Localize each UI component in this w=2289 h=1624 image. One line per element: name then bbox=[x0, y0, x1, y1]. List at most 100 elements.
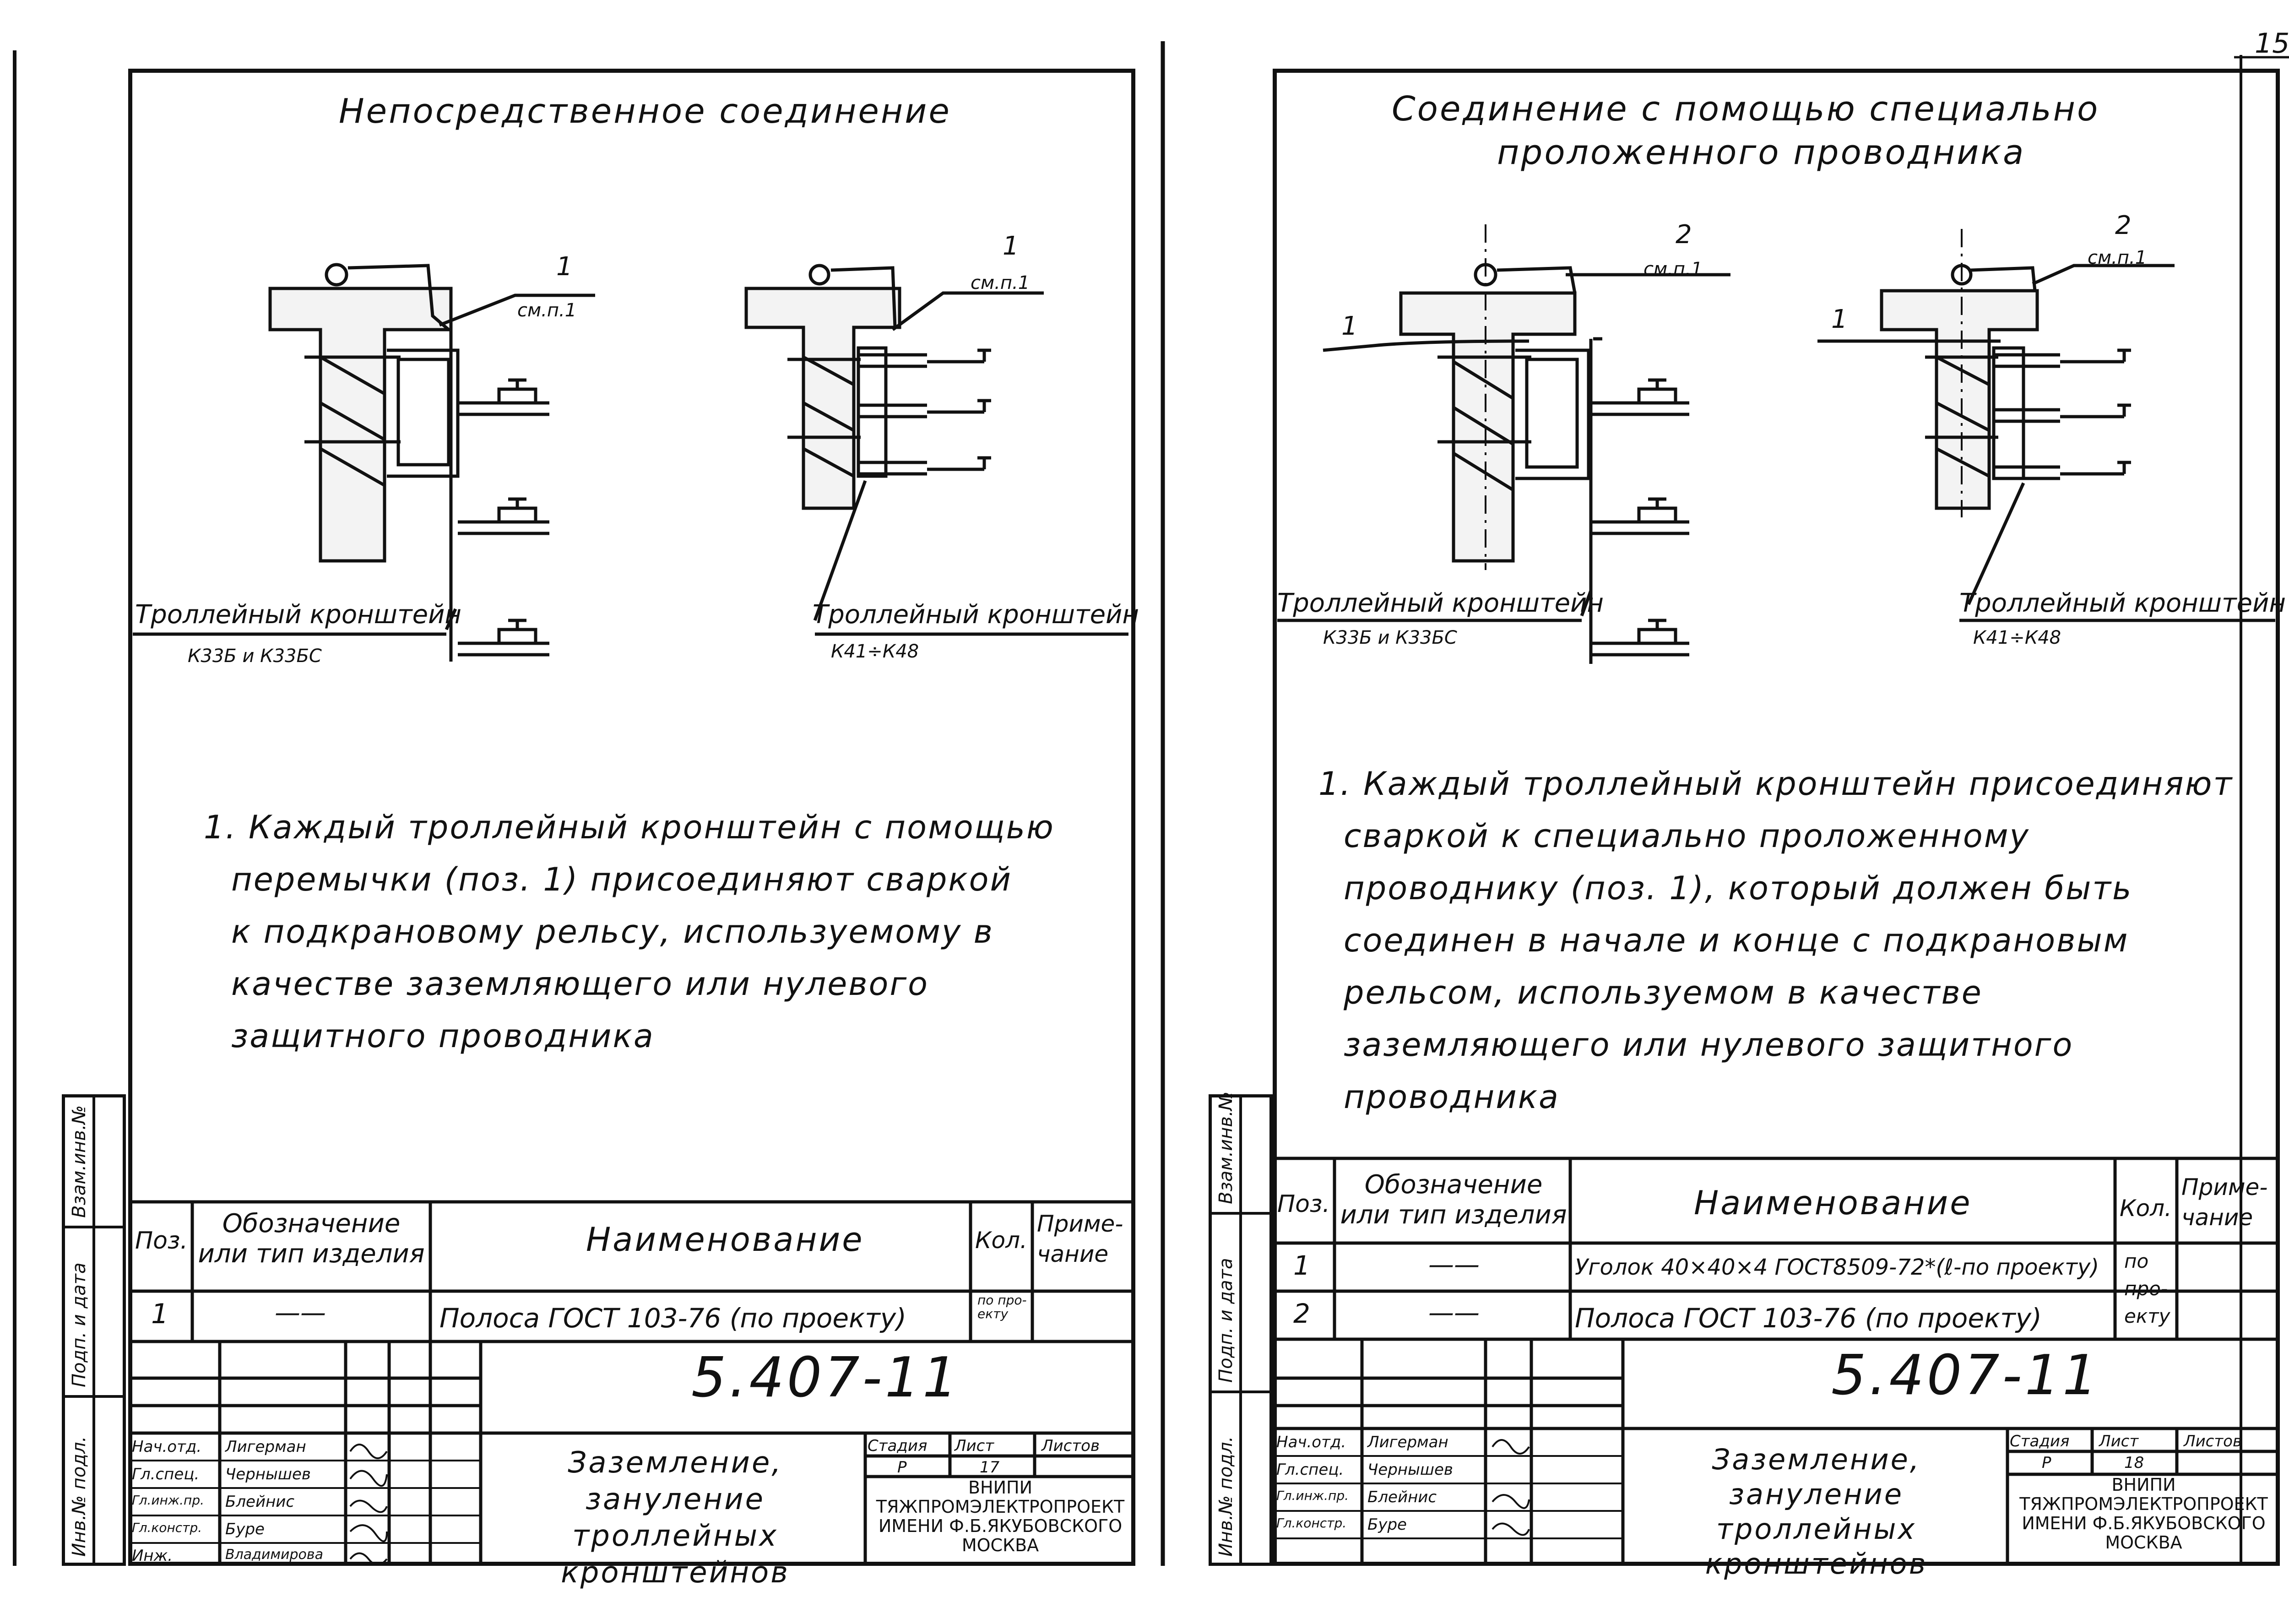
left-bracket-a-type: К33Б и К33БС bbox=[188, 646, 322, 667]
left-callout-a-ref: см.п.1 bbox=[517, 300, 577, 321]
left-spec-row-designation: —— bbox=[275, 1298, 326, 1328]
right-note-line: проводнику (поз. 1), который должен быть bbox=[1344, 869, 2133, 907]
right-spec-row-name: Уголок 40×40×4 ГОСТ8509-72*(ℓ-по проекту… bbox=[1575, 1255, 2099, 1280]
right-spec-h-name: Наименование bbox=[1694, 1184, 1972, 1222]
left-title: Непосредственное соединение bbox=[339, 92, 951, 131]
left-spec-row-pos: 1 bbox=[151, 1298, 169, 1330]
right-spec-row-designation: —— bbox=[1428, 1250, 1480, 1280]
left-stamp-name: Блейнис bbox=[225, 1493, 295, 1511]
right-stamp-name: Лигерман bbox=[1367, 1433, 1448, 1451]
left-callout-b-ref: см.п.1 bbox=[971, 272, 1030, 293]
left-stamp-name: Владимирова bbox=[225, 1547, 323, 1563]
right-stamp-role: Гл.спец. bbox=[1276, 1461, 1344, 1479]
right-spec-h-pos: Поз. bbox=[1277, 1190, 1330, 1218]
left-note-line: качестве заземляющего или нулевого bbox=[231, 965, 929, 1003]
right-note-line: заземляющего или нулевого защитного bbox=[1344, 1026, 2074, 1064]
left-stamp-role: Инж. bbox=[132, 1547, 173, 1565]
left-callout-a-num: 1 bbox=[556, 252, 573, 282]
right-org-line: ИМЕНИ Ф.Б.ЯКУБОВСКОГО bbox=[2022, 1513, 2266, 1533]
left-stamp-sheets-label: Листов bbox=[1041, 1437, 1100, 1455]
right-bracket-a-name: Троллейный кронштейн bbox=[1277, 588, 1604, 618]
right-callout-a-num: 2 bbox=[1676, 220, 1692, 250]
left-org-line: ВНИПИ bbox=[968, 1477, 1033, 1498]
left-bracket-b-type: К41÷К48 bbox=[831, 641, 919, 662]
right-callout-b-side: 1 bbox=[1831, 304, 1848, 334]
right-callout-b-num: 2 bbox=[2115, 211, 2132, 240]
left-stamp-stage-label: Стадия bbox=[868, 1437, 928, 1455]
left-callout-b-num: 1 bbox=[1003, 231, 1019, 261]
right-callout-a-ref: см.п.1 bbox=[1644, 259, 1703, 280]
right-stamp-sheets-label: Листов bbox=[2184, 1432, 2242, 1450]
right-note-line: 1. Каждый троллейный кронштейн присоедин… bbox=[1318, 765, 2234, 803]
left-stamp-role: Гл.констр. bbox=[132, 1520, 202, 1535]
left-doc-code: 5.407-11 bbox=[691, 1346, 960, 1410]
left-note: 1. Каждый троллейный кронштейн с помощью… bbox=[204, 801, 1055, 1062]
right-spec-row-name: Полоса ГОСТ 103-76 (по проекту) bbox=[1575, 1303, 2042, 1334]
right-note-line: проводника bbox=[1344, 1078, 1560, 1116]
left-stamp-sheet-label: Лист bbox=[955, 1437, 994, 1455]
right-stamp-sheet-label: Лист bbox=[2099, 1432, 2139, 1450]
left-note-line: защитного проводника bbox=[231, 1017, 655, 1055]
left-spec-h-qty: Кол. bbox=[975, 1227, 1027, 1254]
left-stamp-stage: Р bbox=[897, 1458, 907, 1477]
right-stamp-title: Заземление, зануление троллейных кронште… bbox=[1705, 1443, 1928, 1581]
right-stamp-stage-label: Стадия bbox=[2010, 1432, 2070, 1450]
right-note-line: сваркой к специально проложенному bbox=[1344, 817, 2030, 855]
right-bracket-b-name: Троллейный кронштейн bbox=[1959, 588, 2286, 618]
left-bracket-a-name: Троллейный кронштейн bbox=[135, 600, 462, 630]
right-note: 1. Каждый троллейный кронштейн присоедин… bbox=[1318, 758, 2233, 1123]
left-spec-row-qty: по про-екту bbox=[977, 1293, 1027, 1321]
right-bracket-b-type: К41÷К48 bbox=[1973, 627, 2061, 648]
right-stamp-role: Нач.отд. bbox=[1276, 1433, 1346, 1451]
right-stamp-name: Блейнис bbox=[1367, 1488, 1437, 1506]
left-note-line: 1. Каждый троллейный кронштейн с помощью bbox=[204, 809, 1055, 846]
right-doc-code: 5.407-11 bbox=[1831, 1344, 2100, 1407]
right-org-line: ТЯЖПРОМЭЛЕКТРОПРОЕКТ bbox=[2019, 1494, 2268, 1514]
right-org-line: ВНИПИ bbox=[2111, 1475, 2176, 1495]
right-stamp-org: ВНИПИ ТЯЖПРОМЭЛЕКТРОПРОЕКТ ИМЕНИ Ф.Б.ЯКУ… bbox=[2010, 1475, 2278, 1552]
left-stamp-name: Буре bbox=[225, 1520, 265, 1538]
left-stamp-name: Лигерман bbox=[225, 1438, 306, 1456]
right-callout-b-ref: см.п.1 bbox=[2088, 247, 2147, 268]
right-title-line-1: Соединение с помощью специально bbox=[1392, 89, 2100, 129]
right-stamp-role: Гл.инж.пр. bbox=[1276, 1488, 1349, 1503]
left-spec-h-note: Приме-чание bbox=[1037, 1211, 1123, 1267]
right-stamp-name: Буре bbox=[1367, 1515, 1407, 1534]
right-note-line: рельсом, используемом в качестве bbox=[1344, 974, 1983, 1011]
page-number: 15 bbox=[2255, 27, 2289, 60]
right-bracket-a-type: К33Б и К33БС bbox=[1323, 627, 1457, 648]
left-stamp-name: Чернышев bbox=[225, 1465, 311, 1483]
right-spec-row-pos: 1 bbox=[1293, 1250, 1310, 1281]
left-stamp-title: Заземление, зануление троллейных кронште… bbox=[561, 1446, 790, 1590]
right-spec-row-qty: по про-екту bbox=[2124, 1250, 2170, 1327]
right-org-line: МОСКВА bbox=[2105, 1532, 2182, 1553]
right-title-line-2: проложенного проводника bbox=[1497, 133, 2026, 172]
right-callout-a-side: 1 bbox=[1341, 311, 1358, 341]
left-sheet-frame bbox=[128, 69, 1135, 1566]
right-spec-row-designation: —— bbox=[1428, 1298, 1480, 1328]
right-stamp-role: Гл.констр. bbox=[1276, 1515, 1347, 1531]
right-stamp-stage: Р bbox=[2042, 1454, 2051, 1472]
left-stamp-role: Нач.отд. bbox=[132, 1438, 202, 1456]
right-note-line: соединен в начале и конце с подкрановым bbox=[1344, 922, 2129, 959]
left-org-line: ИМЕНИ Ф.Б.ЯКУБОВСКОГО bbox=[878, 1516, 1123, 1536]
right-sheet-frame bbox=[1273, 69, 2280, 1566]
left-spec-row-name: Полоса ГОСТ 103-76 (по проекту) bbox=[439, 1303, 906, 1334]
right-spec-h-note: Приме-чание bbox=[2181, 1174, 2268, 1231]
left-org-line: МОСКВА bbox=[961, 1535, 1039, 1555]
right-spec-h-qty: Кол. bbox=[2120, 1195, 2172, 1222]
left-stamp-sheet: 17 bbox=[980, 1458, 1000, 1477]
right-spec-row-pos: 2 bbox=[1293, 1298, 1310, 1329]
left-stamp-org: ВНИПИ ТЯЖПРОМЭЛЕКТРОПРОЕКТ ИМЕНИ Ф.Б.ЯКУ… bbox=[868, 1478, 1133, 1555]
